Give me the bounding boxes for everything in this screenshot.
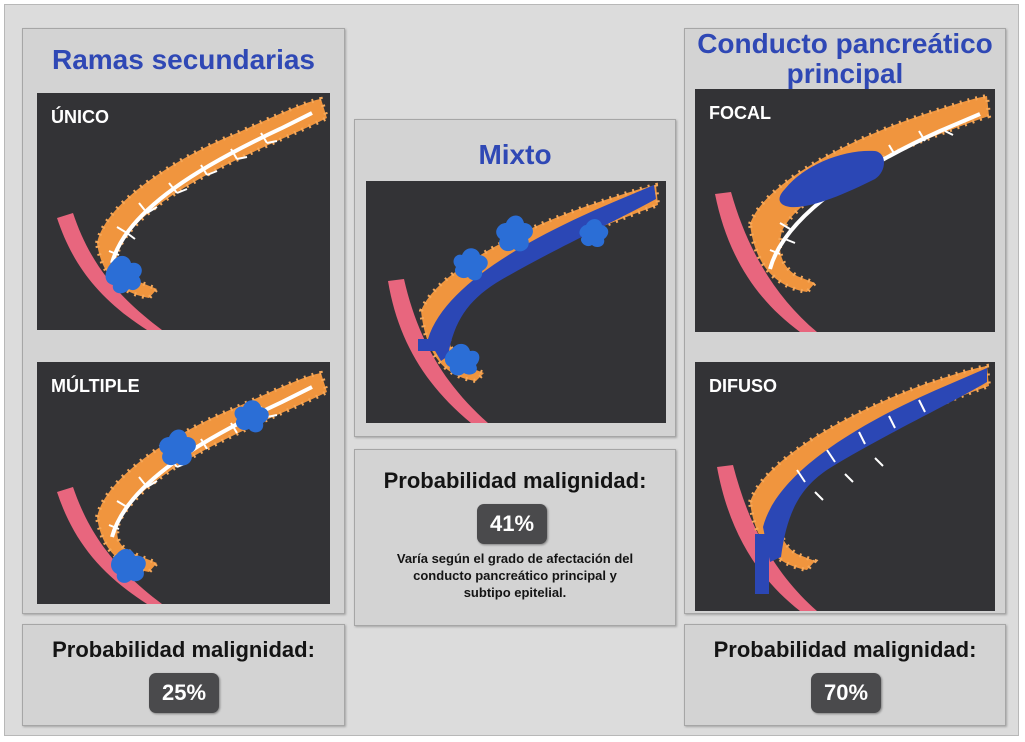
mixed-title: Mixto [478, 139, 552, 170]
panel-unico: ÚNICO [37, 93, 330, 330]
main-duct-probability-card: Probabilidad malignidad: 70% [684, 624, 1006, 726]
mixed-probability-note: Varía según el grado de afectación del c… [396, 551, 634, 600]
branch-duct-probability-badge: 25% [149, 673, 219, 713]
mixed-card: Mixto [354, 119, 676, 437]
mixed-probability-badge: 41% [477, 504, 547, 544]
panel-mixto [366, 181, 666, 423]
panel-label-difuso: DIFUSO [709, 376, 778, 396]
mixed-probability-card: Probabilidad malignidad: 41% Varía según… [354, 449, 676, 626]
panel-focal: FOCAL [695, 89, 995, 332]
pancreas-illustration-focal [715, 93, 992, 332]
main-duct-probability-badge: 70% [811, 673, 881, 713]
main-duct-title: Conducto pancreático principal [697, 28, 993, 89]
pancreas-illustration-unico [57, 96, 330, 330]
branch-duct-probability-label: Probabilidad malignidad: [52, 637, 315, 662]
mixed-probability-label: Probabilidad malignidad: [383, 468, 647, 493]
panel-label-unico: ÚNICO [51, 107, 109, 127]
pancreas-illustration-multiple [57, 370, 330, 604]
panel-label-focal: FOCAL [709, 103, 771, 123]
panel-multiple: MÚLTIPLE [37, 362, 330, 604]
pancreas-illustration-mixto [388, 182, 661, 423]
main-duct-probability-label: Probabilidad malignidad: [713, 637, 977, 662]
branch-duct-probability-card: Probabilidad malignidad: 25% [22, 624, 345, 726]
panel-difuso: DIFUSO [695, 362, 995, 611]
main-duct-card: Conducto pancreático principal FOCAL DIF… [684, 28, 1006, 614]
pancreas-illustration-difuso [717, 363, 992, 611]
panel-label-multiple: MÚLTIPLE [51, 376, 140, 396]
branch-duct-card: Ramas secundarias ÚNICO MÚLTIPLE [22, 28, 345, 614]
branch-duct-title: Ramas secundarias [51, 44, 316, 75]
